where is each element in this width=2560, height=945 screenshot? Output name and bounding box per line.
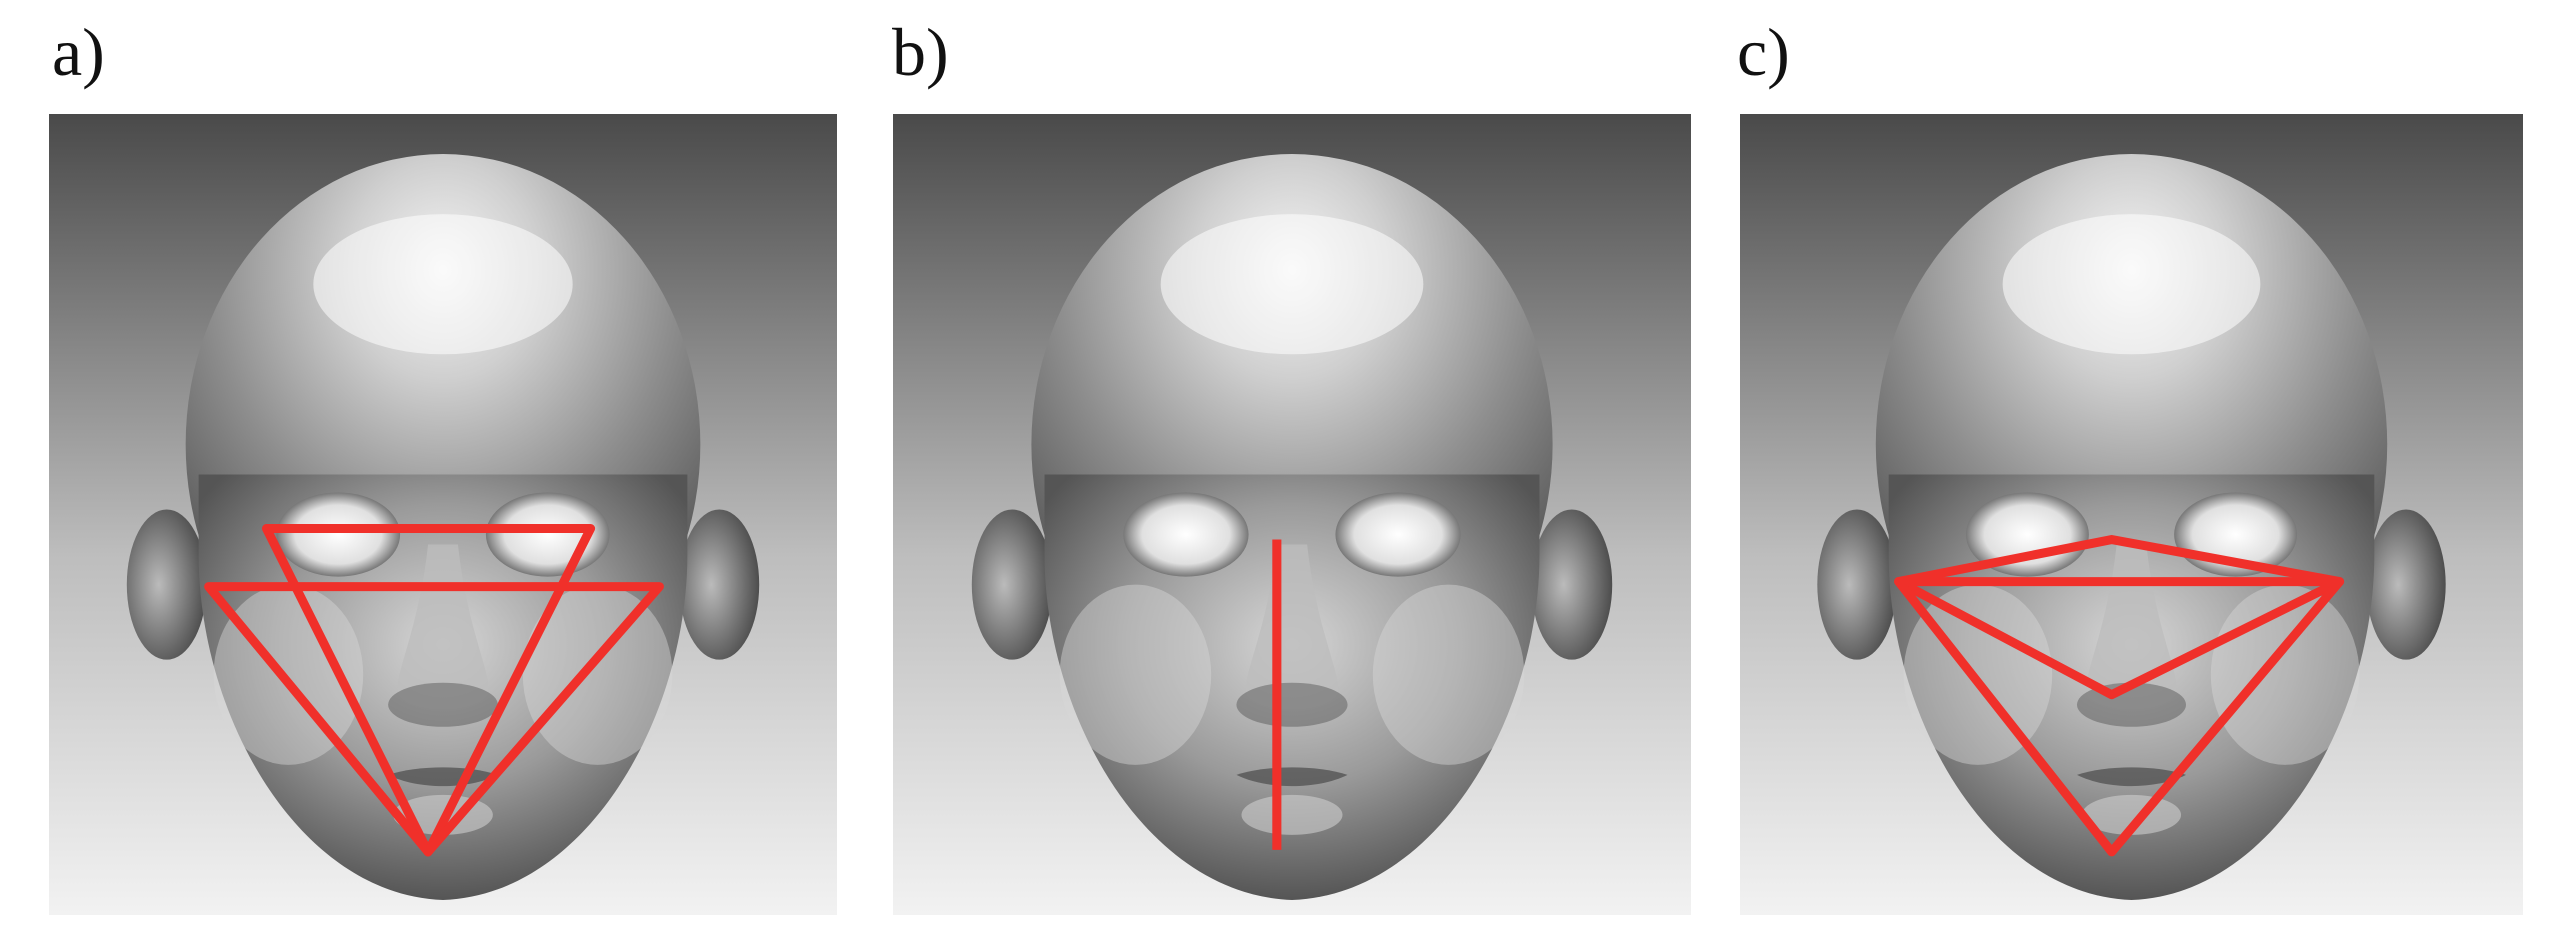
panel-b-face-render	[893, 114, 1691, 915]
panel-a-face-render	[49, 114, 837, 915]
panel-c-face-render	[1740, 114, 2523, 915]
panel-label-b: b)	[892, 14, 949, 90]
face-render-b	[893, 114, 1691, 915]
panel-label-a: a)	[52, 14, 105, 90]
overlay-kite-c	[1894, 535, 2345, 857]
panel-label-c: c)	[1737, 14, 1790, 90]
face-render-c	[1740, 114, 2523, 915]
face-render-a	[49, 114, 837, 915]
overlay-triangles-a	[204, 524, 664, 857]
